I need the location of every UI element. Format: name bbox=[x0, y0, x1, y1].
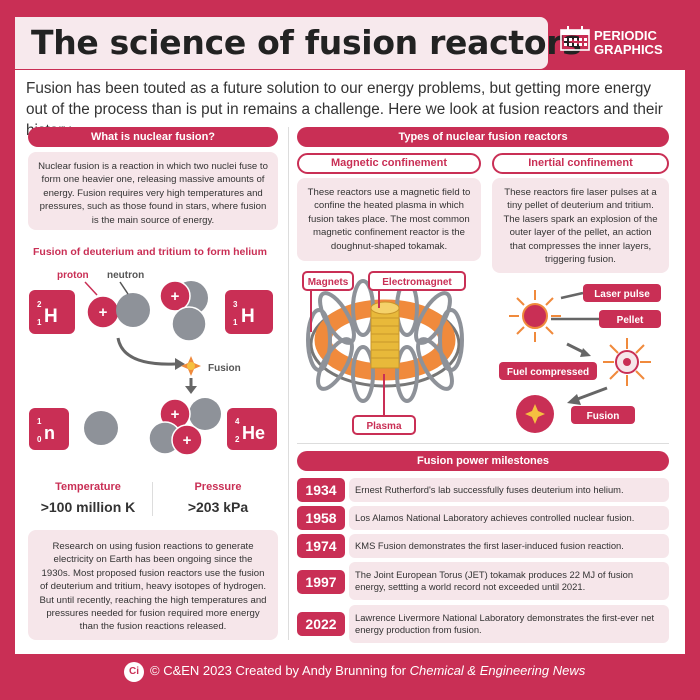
pellet-label: Pellet bbox=[617, 315, 644, 326]
credit-text: © C&EN 2023 Created by Andy Brunning for bbox=[150, 663, 410, 678]
helium-mass: 4 bbox=[235, 417, 240, 426]
what-is-fusion-heading: What is nuclear fusion? bbox=[28, 127, 278, 147]
deuterium-atomic: 1 bbox=[37, 318, 42, 327]
title-bar bbox=[15, 17, 548, 69]
milestone-text: Los Alamos National Laboratory achieves … bbox=[349, 506, 669, 530]
fuel-compressed-label: Fuel compressed bbox=[507, 367, 589, 378]
proton-plus: + bbox=[171, 406, 180, 423]
column-divider bbox=[288, 127, 289, 640]
page-title: The science of fusion reactors bbox=[31, 23, 582, 62]
helium-symbol: He bbox=[242, 423, 265, 443]
milestones-heading: Fusion power milestones bbox=[297, 451, 669, 471]
inertial-fusion-label: Fusion bbox=[587, 411, 620, 422]
electromagnet-label: Electromagnet bbox=[382, 277, 452, 288]
magnetic-confinement-heading: Magnetic confinement bbox=[297, 153, 481, 174]
plasma-label: Plasma bbox=[366, 421, 401, 432]
neutron-particle bbox=[116, 293, 150, 327]
reaction-arrow bbox=[116, 337, 176, 366]
intro-text: Fusion has been touted as a future solut… bbox=[26, 80, 663, 139]
compressed-pellet-icon bbox=[603, 338, 651, 386]
deuterium-mass: 2 bbox=[37, 300, 42, 309]
neutron-label: neutron bbox=[107, 270, 144, 281]
tritium-box bbox=[225, 290, 273, 334]
inertial-diagram: Laser pulse Pellet Fuel compressed Fusio… bbox=[499, 284, 661, 433]
proton-particle bbox=[171, 424, 203, 456]
fusion-label: Fusion bbox=[208, 363, 241, 374]
milestone-year: 1958 bbox=[297, 506, 345, 530]
inertial-description: These reactors fire laser pulses at a ti… bbox=[492, 178, 669, 273]
laser-pulse-label: Laser pulse bbox=[594, 289, 650, 300]
logo-line-1: PERIODIC bbox=[594, 28, 657, 43]
milestone-year: 1974 bbox=[297, 534, 345, 558]
stat-divider bbox=[152, 482, 153, 516]
temperature-value: >100 million K bbox=[40, 499, 136, 515]
reactor-types-heading: Types of nuclear fusion reactors bbox=[297, 127, 669, 147]
fusion-pellet-icon bbox=[516, 395, 554, 433]
proton-label: proton bbox=[57, 270, 89, 281]
proton-plus: + bbox=[99, 304, 108, 321]
footer-credit: © C&EN 2023 Created by Andy Brunning for… bbox=[150, 663, 585, 678]
tokamak-diagram: Magnets Electromagnet Plasma bbox=[302, 271, 466, 435]
proton-plus: + bbox=[171, 288, 180, 305]
neutron-mass: 1 bbox=[37, 417, 42, 426]
milestone-year: 1997 bbox=[297, 570, 345, 594]
neutron-particle bbox=[84, 411, 118, 445]
diagram-title: Fusion of deuterium and tritium to form … bbox=[33, 246, 267, 258]
fusion-reaction-diagram: 2 1 H + proton neutron + 3 1 H Fusion 1 … bbox=[29, 270, 277, 456]
milestone-year: 1934 bbox=[297, 478, 345, 502]
pressure-value: >203 kPa bbox=[187, 499, 249, 515]
tritium-atomic: 1 bbox=[233, 318, 238, 327]
section-divider bbox=[297, 443, 669, 444]
helium-atomic: 2 bbox=[235, 435, 240, 444]
cen-logo-icon: Ci bbox=[124, 662, 144, 682]
deuterium-symbol: H bbox=[44, 306, 58, 327]
electromagnet-coil bbox=[370, 307, 400, 369]
neutron-symbol: n bbox=[44, 423, 55, 443]
temperature-label: Temperature bbox=[55, 481, 121, 493]
proton-plus: + bbox=[183, 432, 192, 449]
neutron-particle bbox=[189, 398, 221, 430]
milestone-year: 2022 bbox=[297, 612, 345, 636]
periodic-table-icon bbox=[560, 26, 590, 51]
milestone-text: The Joint European Torus (JET) tokamak p… bbox=[349, 562, 669, 600]
neutron-particle bbox=[171, 306, 207, 342]
milestone-text: KMS Fusion demonstrates the first laser-… bbox=[349, 534, 669, 558]
research-text: Research on using fusion reactions to ge… bbox=[28, 530, 278, 640]
neutron-atomic: 0 bbox=[37, 435, 42, 444]
magnets-label: Magnets bbox=[308, 277, 349, 288]
tritium-mass: 3 bbox=[233, 300, 238, 309]
publication-name: Chemical & Engineering News bbox=[409, 663, 586, 678]
magnetic-description: These reactors use a magnetic field to c… bbox=[297, 178, 481, 261]
magnet-coils bbox=[306, 279, 464, 403]
milestone-text: Lawrence Livermore National Laboratory d… bbox=[349, 605, 669, 643]
neutron-box bbox=[29, 408, 69, 450]
milestone-text: Ernest Rutherford's lab successfully fus… bbox=[349, 478, 669, 502]
proton-particle bbox=[159, 280, 191, 312]
inertial-confinement-heading: Inertial confinement bbox=[492, 153, 669, 174]
laser-pellet-icon bbox=[509, 290, 561, 342]
logo-line-2: GRAPHICS bbox=[594, 42, 663, 57]
tritium-symbol: H bbox=[241, 306, 255, 327]
fusion-burst-icon bbox=[181, 356, 201, 376]
pressure-label: Pressure bbox=[194, 481, 242, 493]
fusion-definition: Nuclear fusion is a reaction in which tw… bbox=[28, 152, 278, 230]
helium-box bbox=[227, 408, 277, 450]
deuterium-box bbox=[29, 290, 75, 334]
